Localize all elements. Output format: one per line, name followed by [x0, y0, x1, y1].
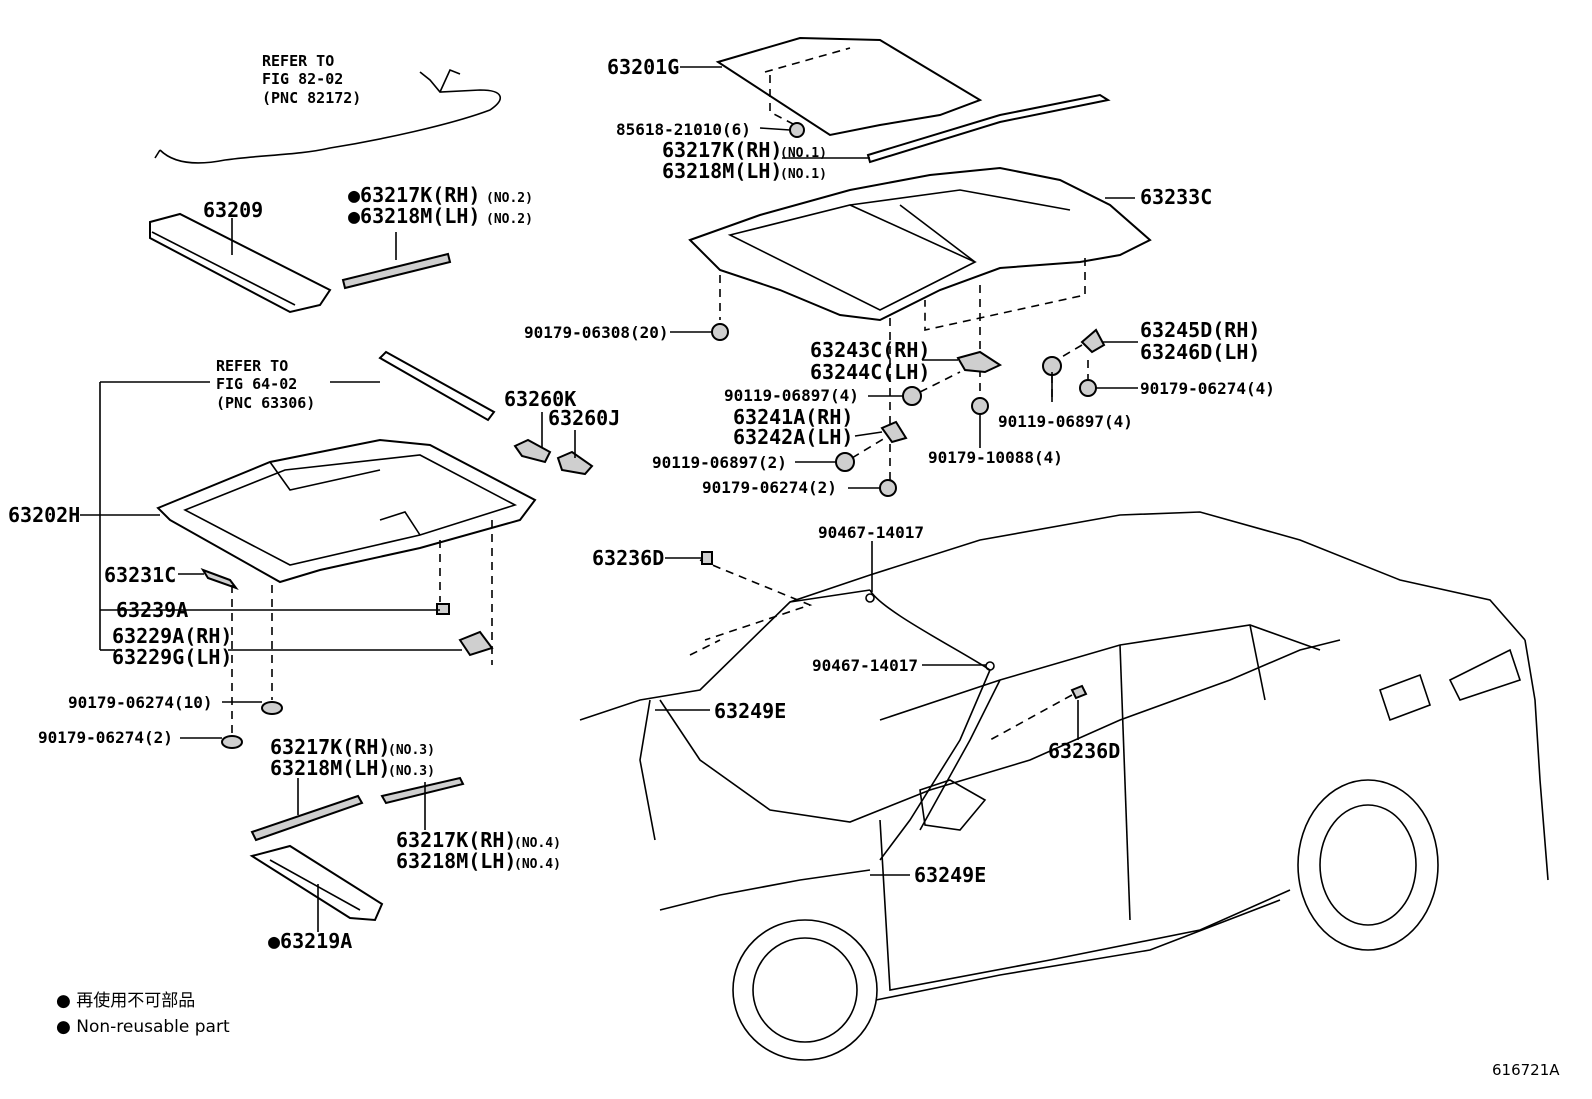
roof-63233C	[688, 166, 1152, 322]
sunroof-housing-63202H	[156, 438, 537, 584]
car-outline	[579, 511, 1549, 1061]
clip-90119-c	[835, 452, 855, 472]
label-63218M-no2-suffix: (NO.2)	[486, 212, 533, 227]
label-63236D-a: 63236D	[592, 546, 664, 570]
label-63246D: 63246D(LH)	[1140, 340, 1260, 364]
label-63218M-no4-suffix: (NO.4)	[514, 857, 561, 872]
label-90467-a: 90467-14017	[818, 523, 924, 542]
label-63217K-no2-suffix: (NO.2)	[486, 191, 533, 206]
label-63260K: 63260K	[504, 387, 576, 411]
label-63260J: 63260J	[548, 406, 620, 430]
label-63218M-no3: 63218M(LH)	[270, 756, 390, 780]
label-90119-06897-4a: 90119-06897(4)	[724, 386, 859, 405]
label-63201G: 63201G	[607, 55, 679, 79]
label-90119-06897-4b: 90119-06897(4)	[998, 412, 1133, 431]
bracket-63231C	[200, 568, 239, 591]
label-63219A: ●63219A	[268, 929, 352, 953]
label-63217K-no3-suffix: (NO.3)	[388, 743, 435, 758]
clip-63236D-b	[1070, 684, 1088, 700]
label-90179-06274-4: 90179-06274(4)	[1140, 379, 1275, 398]
label-63244C: 63244C(LH)	[810, 360, 930, 384]
front-panel-63209	[149, 212, 332, 314]
label-63236D-b: 63236D	[1048, 739, 1120, 763]
legend-english: ● Non-reusable part	[56, 1017, 230, 1037]
weatherstrip-no4	[380, 776, 465, 805]
label-63249E-b: 63249E	[914, 863, 986, 887]
label-63241A: 63241A(RH)	[733, 405, 853, 429]
ref2-line2: FIG 64-02	[216, 375, 297, 393]
legend-japanese: ● 再使用不可部品	[56, 990, 195, 1011]
motor-63260K	[513, 438, 552, 464]
label-63217K-no1: 63217K(RH)	[662, 138, 782, 162]
clip-90179-06274-4	[1079, 379, 1097, 397]
ref1-line2: FIG 82-02	[262, 70, 343, 88]
bracket-63229A	[458, 630, 494, 657]
label-90179-10088: 90179-10088(4)	[928, 448, 1063, 467]
legend: ● 再使用不可部品 ● Non-reusable part	[56, 990, 230, 1037]
clip-90179-06274-2a	[879, 479, 897, 497]
deflector-bar	[378, 350, 496, 422]
label-63217K-no3: 63217K(RH)	[270, 735, 390, 759]
label-90179-06274-2b: 90179-06274(2)	[38, 728, 173, 747]
clip-90119-b	[902, 386, 922, 406]
clip-90179-10088	[971, 397, 989, 415]
label-63217K-no1-suffix: (NO.1)	[780, 146, 827, 161]
label-90179-06308: 90179-06308(20)	[524, 323, 669, 342]
label-63239A: 63239A	[116, 598, 188, 622]
label-63218M-no4: 63218M(LH)	[396, 849, 516, 873]
leader-lines	[80, 66, 1138, 932]
label-63242A: 63242A(LH)	[733, 425, 853, 449]
clip-90179-06308	[711, 323, 729, 341]
weatherstrip-no3	[250, 794, 364, 842]
label-63218M-no1-suffix: (NO.1)	[780, 167, 827, 182]
callouts: REFER TO FIG 82-02 (PNC 82172) REFER TO …	[8, 52, 1275, 953]
label-63217K-no4-suffix: (NO.4)	[514, 836, 561, 851]
label-63217K-no2: ●63217K(RH)	[348, 183, 480, 207]
label-90467-b: 90467-14017	[812, 656, 918, 675]
clip-90179-06274-10	[261, 701, 283, 715]
panel-63219A	[249, 844, 384, 922]
bracket-63245D	[1080, 328, 1106, 354]
label-63218M-no3-suffix: (NO.3)	[388, 764, 435, 779]
weatherstrip-no2	[341, 252, 452, 290]
clip-90179-06274-2b	[221, 735, 243, 749]
bracket-63241A	[880, 420, 908, 444]
label-63217K-no4: 63217K(RH)	[396, 828, 516, 852]
bracket-63243C	[956, 350, 1003, 374]
label-85618: 85618-21010(6)	[616, 120, 751, 139]
figure-id: 616721A	[1492, 1061, 1560, 1079]
label-90179-06274-10: 90179-06274(10)	[68, 693, 213, 712]
moulding-no1	[866, 93, 1111, 164]
motor-63260J	[556, 450, 594, 476]
label-63229A: 63229A(RH)	[112, 624, 232, 648]
ref2-line3: (PNC 63306)	[216, 394, 315, 412]
label-63218M-no1: 63218M(LH)	[662, 159, 782, 183]
wire-harness	[159, 71, 501, 164]
nut-85618	[789, 122, 805, 138]
label-63209: 63209	[203, 198, 263, 222]
label-90179-06274-2a: 90179-06274(2)	[702, 478, 837, 497]
ref1-line3: (PNC 82172)	[262, 89, 361, 107]
label-63202H: 63202H	[8, 503, 80, 527]
label-63233C: 63233C	[1140, 185, 1212, 209]
label-63249E-a: 63249E	[714, 699, 786, 723]
label-63245D: 63245D(RH)	[1140, 318, 1260, 342]
clip-63239A	[436, 603, 450, 615]
label-63229G: 63229G(LH)	[112, 645, 232, 669]
clip-63236D-a	[701, 551, 713, 565]
ref2-line1: REFER TO	[216, 357, 288, 375]
roof-panel-63201G	[715, 36, 983, 137]
ref1-line1: REFER TO	[262, 52, 334, 70]
label-90119-06897-2: 90119-06897(2)	[652, 453, 787, 472]
drawings	[80, 36, 1549, 1061]
label-63218M-no2: ●63218M(LH)	[348, 204, 480, 228]
label-63231C: 63231C	[104, 563, 176, 587]
label-63243C: 63243C(RH)	[810, 338, 930, 362]
